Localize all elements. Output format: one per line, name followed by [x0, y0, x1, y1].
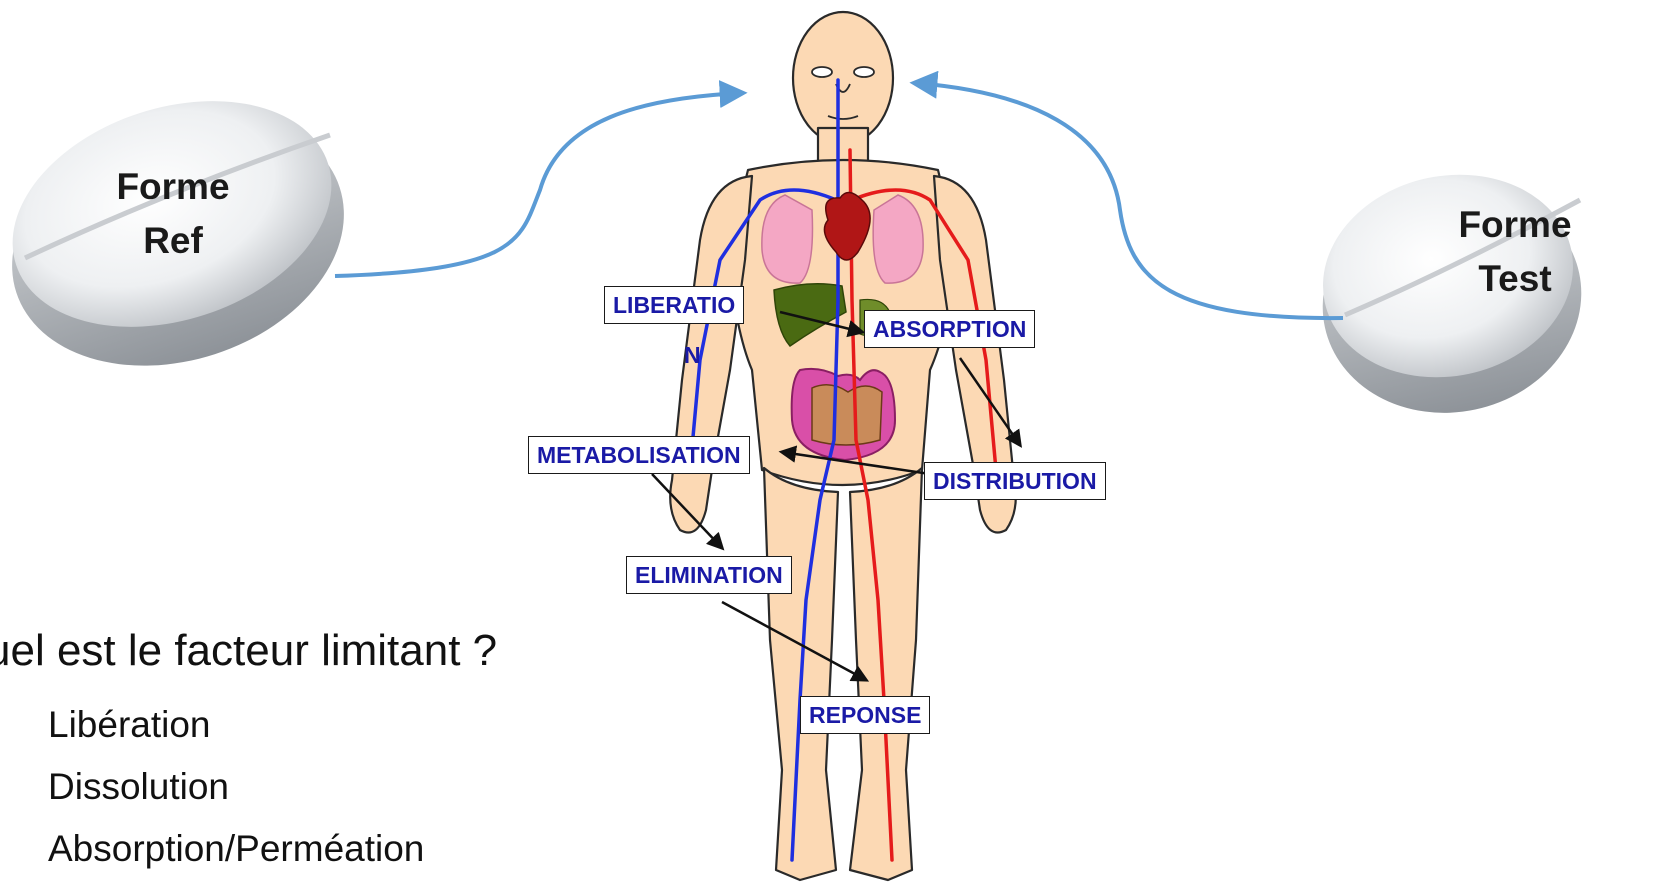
stage-metabolisation-label: METABOLISATION	[537, 442, 741, 468]
option-item: Dissolution	[48, 756, 424, 818]
tablet-test-label: Forme Test	[1440, 198, 1590, 306]
option-item: Libération	[48, 694, 424, 756]
arrow-ref-to-body	[335, 93, 742, 276]
tablet-test-label-line1: Forme	[1440, 198, 1590, 252]
stage-absorption-label: ABSORPTION	[873, 316, 1026, 342]
stage-elimination-label: ELIMINATION	[635, 562, 783, 588]
tablet-test-label-line2: Test	[1440, 252, 1590, 306]
stage-liberation-overflow-letter: N	[684, 342, 701, 369]
stage-reponse-label: REPONSE	[809, 702, 921, 728]
tablet-ref-label: Forme Ref	[98, 160, 248, 268]
stage-elimination: ELIMINATION	[626, 556, 792, 594]
stage-absorption: ABSORPTION	[864, 310, 1035, 348]
tablet-ref-label-line1: Forme	[98, 160, 248, 214]
stage-liberation-label: LIBERATIO	[613, 292, 735, 318]
lungs	[762, 195, 813, 283]
question-text: uel est le facteur limitant ?	[0, 626, 497, 676]
stage-metabolisation: METABOLISATION	[528, 436, 750, 474]
tablet-ref-label-line2: Ref	[98, 214, 248, 268]
options-list: Libération Dissolution Absorption/Perméa…	[48, 694, 424, 880]
stage-liberation: LIBERATIO	[604, 286, 744, 324]
option-item: Absorption/Perméation	[48, 818, 424, 880]
stage-reponse: REPONSE	[800, 696, 930, 734]
stage-distribution-label: DISTRIBUTION	[933, 468, 1097, 494]
stage-distribution: DISTRIBUTION	[924, 462, 1106, 500]
